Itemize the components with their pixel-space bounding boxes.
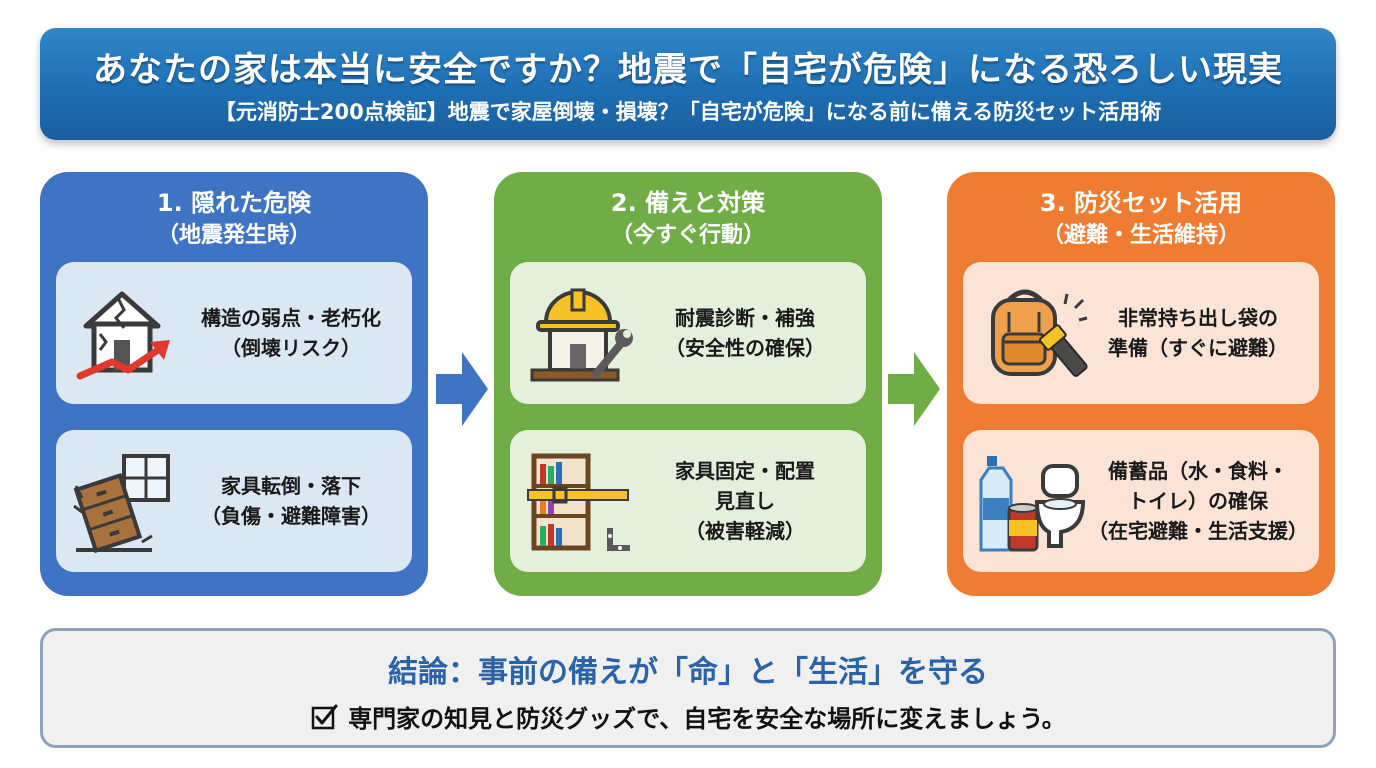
card-text: 家具固定・配置 見直し （被害軽減） — [675, 459, 815, 543]
card-emergency-bag: 非常持ち出し袋の 準備（すぐに避難） — [963, 262, 1319, 404]
column-heading: 2. 備えと対策 （今すぐ行動） — [494, 186, 882, 252]
conclusion-box: 結論：事前の備えが「命」と「生活」を守る 専門家の知見と防災グッズで、自宅を安全… — [40, 628, 1336, 748]
column-subtitle: （今すぐ行動） — [610, 223, 765, 248]
checkbox-icon — [311, 704, 338, 729]
card-text: 耐震診断・補強 （安全性の確保） — [665, 306, 825, 360]
page-title: あなたの家は本当に安全ですか？地震で「自宅が危険」になる恐ろしい現実 — [93, 50, 1283, 90]
secured-shelf-icon — [527, 453, 630, 551]
conclusion-text: 専門家の知見と防災グッズで、自宅を安全な場所に変えましょう。 — [348, 705, 1066, 733]
falling-furniture-icon — [73, 454, 170, 554]
card-stockpile: 備蓄品（水・食料・ トイレ）の確保 （在宅避難・生活支援） — [963, 430, 1319, 572]
card-seismic-diagnosis: 耐震診断・補強 （安全性の確保） — [510, 262, 866, 404]
card-text: 家具転倒・落下 （負傷・避難障害） — [201, 474, 381, 528]
step-column-hidden-danger: 1. 隠れた危険 （地震発生時） 構造の弱点・老朽化 （倒壊リスク） — [40, 172, 428, 596]
water-food-toilet-icon — [979, 456, 1086, 552]
card-text: 備蓄品（水・食料・ トイレ）の確保 （在宅避難・生活支援） — [1088, 459, 1308, 543]
card-furniture-fixing: 家具固定・配置 見直し （被害軽減） — [510, 430, 866, 572]
conclusion-line: 専門家の知見と防災グッズで、自宅を安全な場所に変えましょう。 — [43, 699, 1333, 734]
helmet-house-wrench-icon — [530, 288, 633, 382]
column-subtitle: （避難・生活維持） — [1041, 223, 1240, 248]
arrow-right-icon — [888, 352, 940, 426]
backpack-flashlight-icon — [991, 289, 1088, 377]
column-title: 3. 防災セット活用 — [1039, 189, 1243, 217]
column-title: 1. 隠れた危険 — [156, 189, 312, 217]
conclusion-title: 結論：事前の備えが「命」と「生活」を守る — [388, 655, 988, 690]
step-column-preparation: 2. 備えと対策 （今すぐ行動） 耐震診断・補強 （安全性の確保） — [494, 172, 882, 596]
card-structure-weakness: 構造の弱点・老朽化 （倒壊リスク） — [56, 262, 412, 404]
column-subtitle: （地震発生時） — [156, 223, 311, 248]
page-subtitle: 【元消防士200点検証】地震で家屋倒壊・損壊？「自宅が危険」になる前に備える防災… — [214, 100, 1162, 124]
header-banner: あなたの家は本当に安全ですか？地震で「自宅が危険」になる恐ろしい現実 【元消防士… — [40, 28, 1336, 140]
card-text: 非常持ち出し袋の 準備（すぐに避難） — [1108, 306, 1288, 360]
step-column-disaster-kit: 3. 防災セット活用 （避難・生活維持） 非常持ち出し袋の 準備（すぐに避難） — [947, 172, 1335, 596]
column-heading: 3. 防災セット活用 （避難・生活維持） — [947, 186, 1335, 252]
column-heading: 1. 隠れた危険 （地震発生時） — [40, 186, 428, 252]
column-title: 2. 備えと対策 — [610, 189, 766, 217]
card-furniture-fall: 家具転倒・落下 （負傷・避難障害） — [56, 430, 412, 572]
card-text: 構造の弱点・老朽化 （倒壊リスク） — [201, 306, 381, 360]
cracked-house-icon — [76, 291, 170, 380]
arrow-right-icon — [436, 352, 488, 426]
